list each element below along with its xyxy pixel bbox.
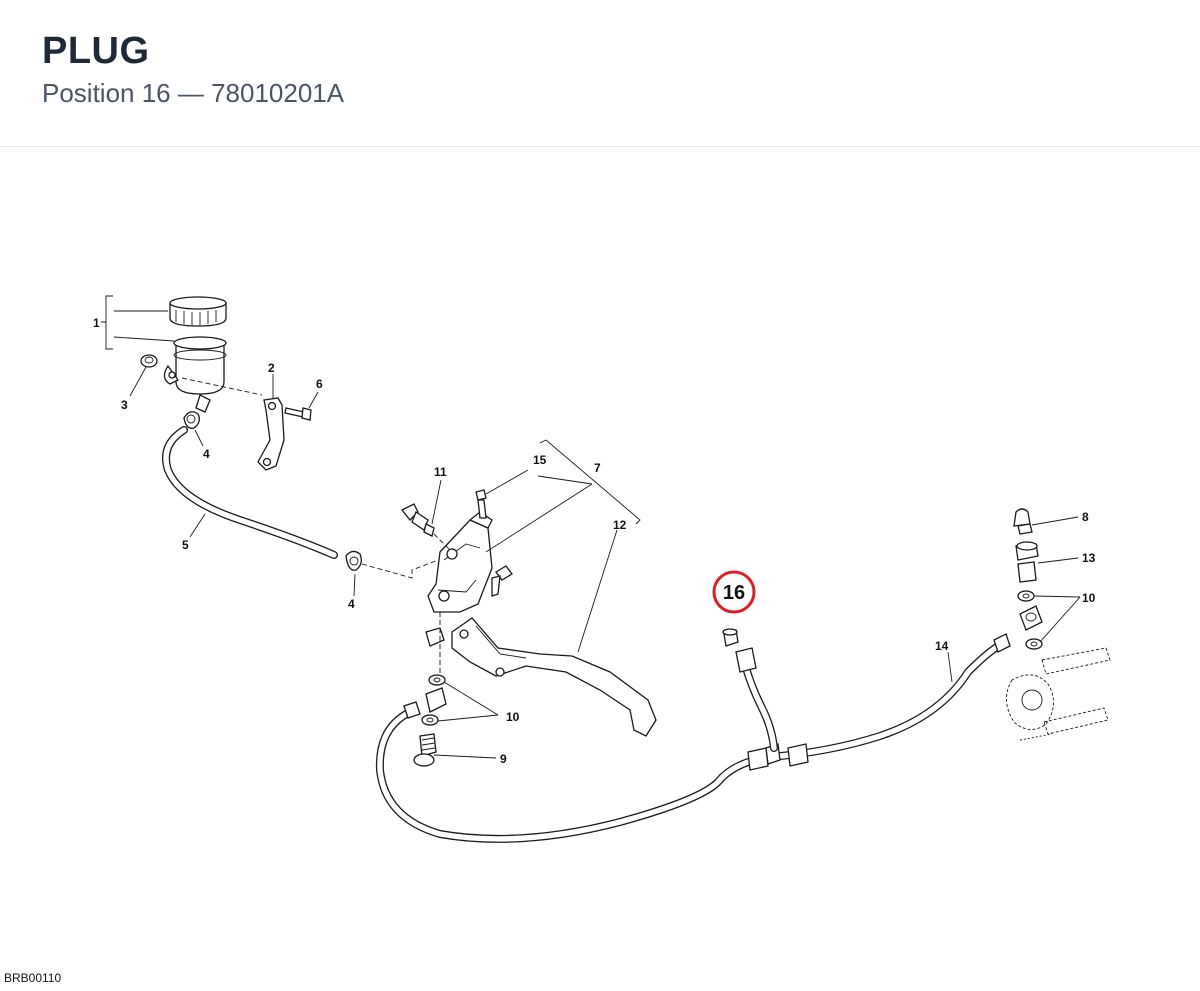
leader-7-b (537, 475, 593, 485)
bleeder-valve-part-11[interactable] (400, 503, 435, 537)
bracket-clip-under-cylinder[interactable] (425, 627, 445, 647)
callout-8: 8 (1082, 510, 1089, 524)
callout-1: 1 (93, 316, 100, 330)
callout-15: 15 (533, 453, 547, 467)
leader-4-upper (194, 429, 204, 447)
highlight-label: 16 (723, 582, 745, 604)
hose-clamp-part-4-lower[interactable] (345, 550, 362, 571)
grommet-part-3[interactable] (140, 354, 158, 368)
plug-part-16[interactable] (722, 628, 739, 647)
washer-part-10-right-lower[interactable] (1025, 638, 1043, 650)
leader-7-a (485, 483, 593, 553)
banjo-fitting-slave[interactable] (1019, 605, 1043, 631)
leader-10-right-b (1039, 596, 1081, 643)
lever-pivot-bolt[interactable] (491, 565, 513, 597)
clutch-lever-part-12[interactable] (451, 617, 657, 737)
banjo-washer-lower[interactable] (421, 714, 439, 726)
highlight-callout-16[interactable]: 16 (712, 570, 756, 614)
bracket-7 (539, 439, 641, 525)
banjo-fitting-master[interactable] (425, 687, 447, 713)
reservoir-body[interactable] (163, 336, 227, 395)
figure-code: BRB00110 (4, 971, 62, 985)
bracket-part-2[interactable] (257, 397, 285, 471)
callout-12: 12 (613, 518, 627, 532)
part-title: PLUG (42, 30, 150, 72)
leader-8 (1031, 516, 1079, 526)
screw-part-6[interactable] (284, 407, 312, 421)
banjo-washer-upper[interactable] (428, 674, 446, 686)
callout-14: 14 (935, 639, 949, 653)
leader-13 (1037, 557, 1079, 564)
reservoir-outlet-fitting[interactable] (195, 394, 211, 413)
leader-9 (433, 754, 497, 759)
bracket-1 (101, 295, 113, 350)
page-header: PLUG Position 16 — 78010201A (0, 0, 1200, 147)
leader-10-left-b (437, 714, 499, 722)
leader-12 (577, 529, 618, 653)
reservoir-hose-part-5[interactable] (162, 426, 338, 559)
hose-clamp-part-4-upper[interactable] (183, 411, 200, 429)
exploded-parts-diagram: 1 3 2 6 4 5 4 (0, 147, 1200, 991)
diagram-canvas: 1 3 2 6 4 5 4 (93, 295, 1111, 843)
nut-part-13[interactable] (1015, 541, 1039, 583)
sprocket-and-chain (1006, 647, 1111, 741)
leader-1b (113, 336, 175, 342)
highlight-ring (712, 570, 756, 614)
screw-part-15[interactable] (475, 489, 487, 519)
master-cylinder-body[interactable] (427, 511, 493, 613)
callout-4-lower: 4 (348, 597, 355, 611)
leader-10-right-a (1033, 595, 1081, 598)
callout-5: 5 (182, 538, 189, 552)
leader-10-left-a (443, 681, 499, 716)
callout-4-upper: 4 (203, 447, 210, 461)
leader-3 (129, 366, 147, 397)
leader-6 (308, 391, 319, 409)
dashed-axis-bleeder (433, 533, 451, 551)
callout-11: 11 (434, 465, 447, 479)
leader-5 (189, 513, 206, 538)
bleeder-part-8[interactable] (1013, 508, 1033, 535)
banjo-bolt-part-9[interactable] (413, 733, 437, 767)
callout-9: 9 (500, 752, 507, 766)
callout-6: 6 (316, 377, 323, 391)
callout-7: 7 (594, 461, 601, 475)
leader-4-lower (353, 573, 356, 597)
washer-part-10-right-upper[interactable] (1017, 590, 1035, 602)
callout-10-left: 10 (506, 710, 520, 724)
hose-branch-to-plug[interactable] (735, 647, 778, 752)
callout-13: 13 (1082, 551, 1096, 565)
part-subtitle: Position 16 — 78010201A (42, 78, 345, 108)
leader-14 (947, 651, 953, 683)
dashed-axis-reservoir (181, 377, 263, 396)
callout-10-right: 10 (1082, 591, 1096, 605)
callout-2: 2 (268, 361, 275, 375)
dashed-axis-hose (361, 559, 439, 579)
callout-3: 3 (121, 398, 128, 412)
leader-11 (431, 479, 442, 525)
reservoir-cap[interactable] (169, 296, 227, 327)
leader-15 (485, 469, 529, 495)
